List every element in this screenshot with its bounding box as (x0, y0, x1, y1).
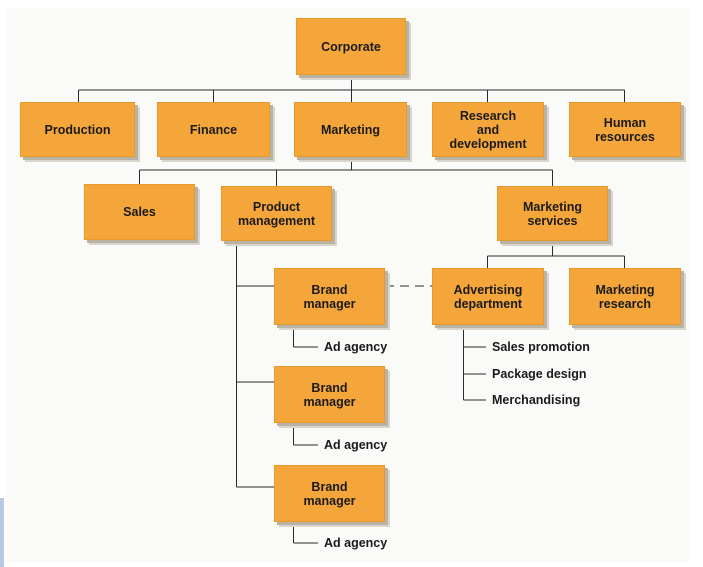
leaf-package-design: Package design (492, 367, 587, 381)
leaf-sales-promotion: Sales promotion (492, 340, 590, 354)
box-production: Production (20, 102, 135, 157)
box-product-management: Product management (221, 186, 332, 241)
box-research-development: Research and development (432, 102, 544, 157)
box-corporate: Corporate (296, 18, 406, 75)
leaf-ad-agency-3: Ad agency (324, 536, 388, 550)
box-sales: Sales (84, 184, 195, 240)
box-advertising-department: Advertising department (432, 268, 544, 325)
box-marketing-services: Marketing services (497, 186, 608, 241)
leaf-ad-agency-2: Ad agency (324, 438, 388, 452)
leaf-merchandising: Merchandising (492, 393, 581, 407)
box-marketing: Marketing (294, 102, 407, 157)
box-brand-manager-2: Brand manager (274, 366, 385, 423)
box-finance: Finance (157, 102, 270, 157)
edge-strip (0, 498, 4, 567)
box-brand-manager-3: Brand manager (274, 465, 385, 522)
leaf-ad-agency-1: Ad agency (324, 340, 388, 354)
box-brand-manager-1: Brand manager (274, 268, 385, 325)
box-marketing-research: Marketing research (569, 268, 681, 325)
box-human-resources: Human resources (569, 102, 681, 157)
